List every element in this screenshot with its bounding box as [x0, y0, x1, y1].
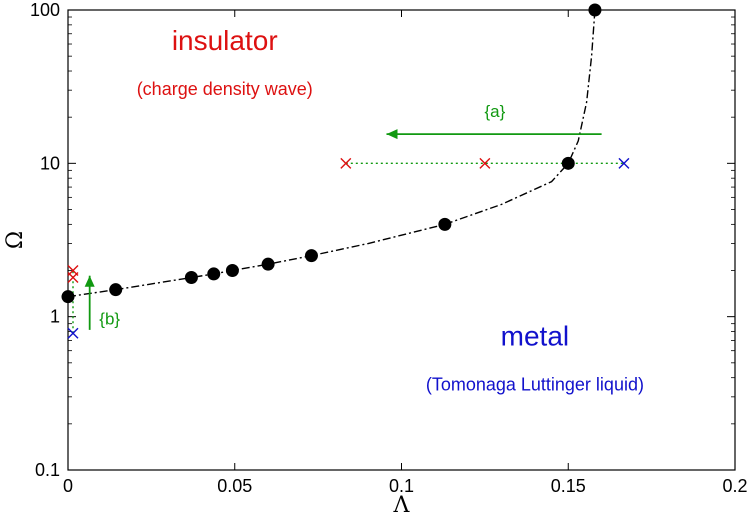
x-marker — [479, 157, 491, 169]
arrow-a-head — [386, 129, 398, 140]
x-tick-label: 0.05 — [217, 476, 252, 496]
x-marker — [340, 157, 352, 169]
data-point — [588, 3, 602, 17]
x-tick-label: 0 — [63, 476, 73, 496]
y-axis-label: Ω — [3, 231, 28, 249]
x-marker-stroke — [67, 327, 79, 339]
y-tick-label: 0.1 — [35, 460, 60, 480]
x-tick-label: 0.1 — [389, 476, 414, 496]
metal-label: metal — [501, 320, 569, 351]
x-marker — [618, 157, 630, 169]
arrow-a: {a} — [386, 102, 602, 140]
data-point — [207, 267, 221, 281]
data-point — [561, 156, 575, 170]
data-point — [184, 271, 198, 285]
charge-density-wave-label: (charge density wave) — [137, 79, 313, 99]
data-point — [261, 257, 275, 271]
axis-tick-labels: 0 0.05 0.1 0.15 0.2 0.1 1 10 100 — [30, 0, 747, 496]
data-point — [225, 264, 239, 278]
annotation-layer: {a} {b} insulator (charge density wave) meta… — [84, 25, 644, 394]
axis-ticks — [67, 9, 736, 471]
y-tick-label: 1 — [50, 307, 60, 327]
data-point — [109, 283, 123, 297]
x-tick-label: 0.2 — [722, 476, 747, 496]
x-marker — [67, 327, 79, 339]
arrow-b-label: {b} — [99, 310, 120, 329]
x-axis-label: Λ — [393, 493, 411, 518]
data-point — [61, 290, 75, 304]
x-tick-label: 0.15 — [551, 476, 586, 496]
y-tick-label: 10 — [40, 153, 60, 173]
series-layer — [61, 3, 630, 339]
phase-boundary-line — [67, 9, 596, 298]
x-marker-stroke — [340, 157, 352, 169]
data-point — [304, 249, 318, 263]
x-marker-stroke — [67, 272, 79, 284]
y-tick-label: 100 — [30, 0, 60, 20]
arrow-a-label: {a} — [484, 102, 505, 121]
insulator-label: insulator — [172, 25, 278, 56]
x-marker — [67, 272, 79, 284]
arrow-b: {b} — [84, 275, 120, 330]
data-point — [438, 217, 452, 231]
x-marker-stroke — [618, 157, 630, 169]
x-marker-stroke — [479, 157, 491, 169]
arrow-b-head — [84, 275, 95, 287]
tll-label: (Tomonaga Luttinger liquid) — [426, 374, 644, 394]
